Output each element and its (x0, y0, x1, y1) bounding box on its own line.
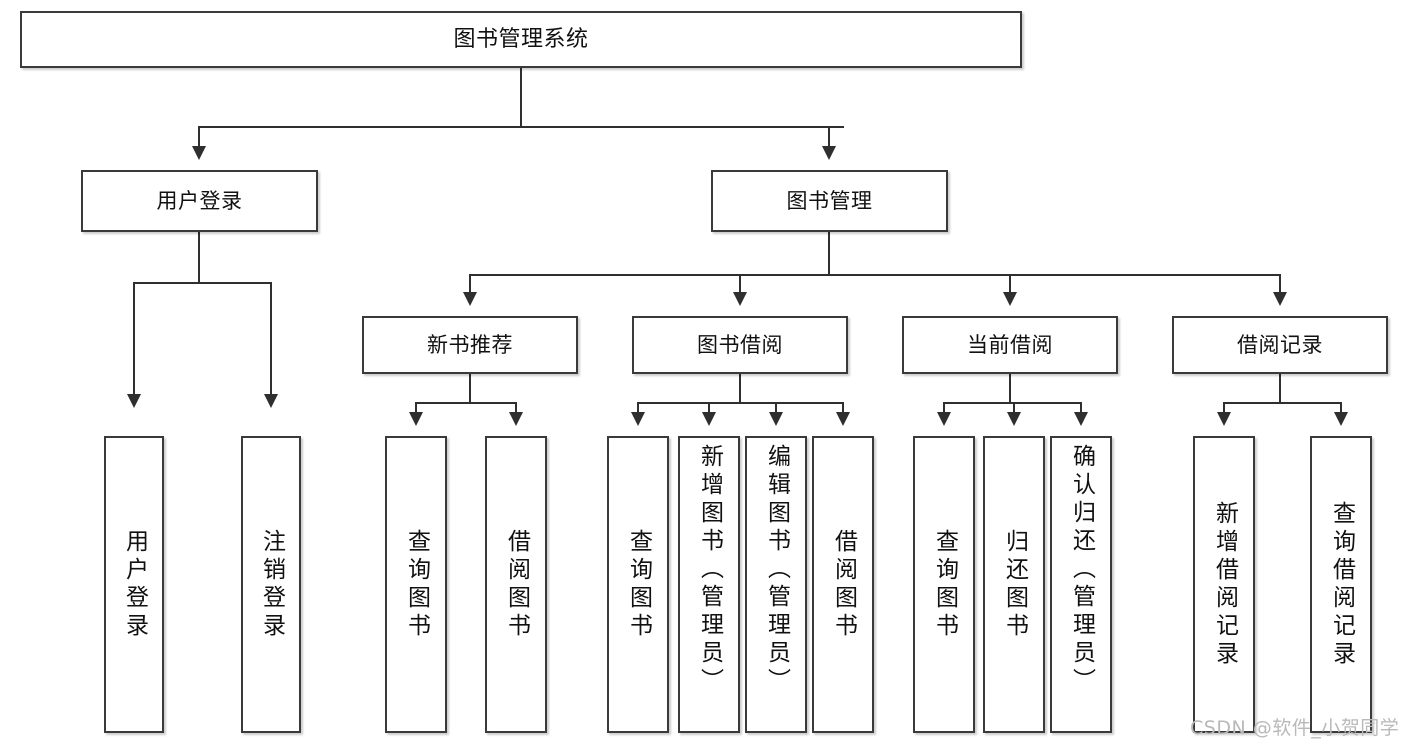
connector-book-borrow-drop-2 (708, 402, 710, 412)
connector-book-manage-drop-1 (469, 274, 471, 292)
connector-root-drop-right (828, 126, 830, 146)
arrow-to-leaf-query-record (1334, 412, 1348, 426)
connector-book-borrow-bus (637, 402, 843, 404)
arrow-to-book-borrow (733, 292, 747, 306)
arrow-to-leaf-query-book-3 (937, 412, 951, 426)
node-book-borrow[interactable]: 图书借阅 (632, 316, 848, 374)
arrow-to-leaf-add-record (1217, 412, 1231, 426)
node-leaf-query-record-label: 查询借阅记录 (1328, 500, 1355, 669)
node-book-borrow-label: 图书借阅 (697, 332, 783, 357)
node-leaf-query-book-3-label: 查询图书 (931, 528, 958, 641)
connector-book-manage-drop-2 (739, 274, 741, 292)
arrow-to-leaf-confirm-return (1074, 412, 1088, 426)
connector-book-manage-bus (469, 274, 1280, 276)
connector-book-manage-stem (828, 232, 830, 274)
node-book-manage[interactable]: 图书管理 (711, 170, 948, 232)
node-leaf-confirm-return[interactable]: 确认归还（管理员） (1050, 436, 1112, 733)
node-root[interactable]: 图书管理系统 (20, 11, 1022, 68)
arrow-to-leaf-user-login (127, 394, 141, 408)
node-leaf-query-book-2[interactable]: 查询图书 (607, 436, 669, 733)
connector-borrow-record-bus (1223, 402, 1342, 404)
connector-book-borrow-drop-4 (842, 402, 844, 412)
arrow-to-leaf-user-logout (264, 394, 278, 408)
arrow-to-leaf-query-book-2 (631, 412, 645, 426)
arrow-to-book-manage (822, 146, 836, 160)
node-leaf-return-book-label: 归还图书 (1001, 528, 1028, 641)
connector-user-login-stem (198, 232, 200, 282)
node-leaf-return-book[interactable]: 归还图书 (983, 436, 1045, 733)
node-leaf-user-login[interactable]: 用户登录 (104, 436, 164, 733)
node-leaf-query-book-1-label: 查询图书 (403, 528, 430, 641)
node-leaf-query-book-1[interactable]: 查询图书 (385, 436, 447, 733)
node-leaf-borrow-book-2-label: 借阅图书 (830, 528, 857, 641)
arrow-to-leaf-borrow-book-2 (836, 412, 850, 426)
arrow-to-leaf-query-book-1 (409, 412, 423, 426)
connector-book-borrow-drop-3 (775, 402, 777, 412)
node-leaf-borrow-book-1-label: 借阅图书 (503, 528, 530, 641)
arrow-to-leaf-edit-book (769, 412, 783, 426)
node-user-login-label: 用户登录 (156, 188, 243, 213)
node-leaf-user-logout[interactable]: 注销登录 (241, 436, 301, 733)
connector-current-borrow-bus (943, 402, 1082, 404)
connector-root-drop-left (198, 126, 200, 146)
node-book-manage-label: 图书管理 (786, 188, 873, 213)
connector-new-book-rec-drop-1 (415, 402, 417, 412)
connector-user-login-drop-1 (133, 282, 135, 394)
node-leaf-add-book[interactable]: 新增图书（管理员） (678, 436, 740, 733)
node-leaf-add-record[interactable]: 新增借阅记录 (1193, 436, 1255, 733)
connector-book-manage-drop-3 (1009, 274, 1011, 292)
arrow-to-leaf-return-book (1007, 412, 1021, 426)
connector-book-borrow-stem (739, 374, 741, 402)
connector-borrow-record-drop-1 (1223, 402, 1225, 412)
arrow-to-user-login (192, 146, 206, 160)
connector-user-login-bus (133, 282, 271, 284)
node-leaf-query-book-2-label: 查询图书 (625, 528, 652, 641)
connector-user-login-drop-2 (270, 282, 272, 394)
connector-borrow-record-drop-2 (1340, 402, 1342, 412)
connector-current-borrow-drop-2 (1013, 402, 1015, 412)
arrow-to-new-book-rec (463, 292, 477, 306)
arrow-to-current-borrow (1003, 292, 1017, 306)
connector-borrow-record-stem (1279, 374, 1281, 402)
connector-book-borrow-drop-1 (637, 402, 639, 412)
node-borrow-record[interactable]: 借阅记录 (1172, 316, 1388, 374)
arrow-to-leaf-add-book (702, 412, 716, 426)
node-leaf-add-book-label: 新增图书（管理员） (696, 444, 723, 696)
node-new-book-rec-label: 新书推荐 (427, 332, 513, 357)
node-root-label: 图书管理系统 (453, 26, 589, 52)
connector-current-borrow-stem (1009, 374, 1011, 402)
node-leaf-edit-book[interactable]: 编辑图书（管理员） (745, 436, 807, 733)
node-user-login[interactable]: 用户登录 (81, 170, 318, 232)
node-leaf-borrow-book-2[interactable]: 借阅图书 (812, 436, 874, 733)
node-leaf-user-logout-label: 注销登录 (258, 528, 285, 641)
connector-new-book-rec-stem (469, 374, 471, 402)
node-leaf-borrow-book-1[interactable]: 借阅图书 (485, 436, 547, 733)
connector-current-borrow-drop-1 (943, 402, 945, 412)
node-current-borrow-label: 当前借阅 (967, 332, 1053, 357)
node-current-borrow[interactable]: 当前借阅 (902, 316, 1118, 374)
connector-new-book-rec-bus (415, 402, 517, 404)
watermark: CSDN @软件_小贺同学 (1190, 717, 1400, 739)
node-leaf-confirm-return-label: 确认归还（管理员） (1068, 444, 1095, 696)
connector-book-manage-drop-4 (1279, 274, 1281, 292)
connector-new-book-rec-drop-2 (515, 402, 517, 412)
node-leaf-add-record-label: 新增借阅记录 (1211, 500, 1238, 669)
arrow-to-borrow-record (1273, 292, 1287, 306)
node-borrow-record-label: 借阅记录 (1237, 332, 1323, 357)
arrow-to-leaf-borrow-book-1 (509, 412, 523, 426)
connector-root-stem (520, 68, 522, 126)
node-leaf-query-book-3[interactable]: 查询图书 (913, 436, 975, 733)
connector-current-borrow-drop-3 (1080, 402, 1082, 412)
node-leaf-edit-book-label: 编辑图书（管理员） (763, 444, 790, 696)
node-new-book-rec[interactable]: 新书推荐 (362, 316, 578, 374)
connector-root-bus (198, 126, 844, 128)
node-leaf-query-record[interactable]: 查询借阅记录 (1310, 436, 1372, 733)
node-leaf-user-login-label: 用户登录 (121, 528, 148, 641)
